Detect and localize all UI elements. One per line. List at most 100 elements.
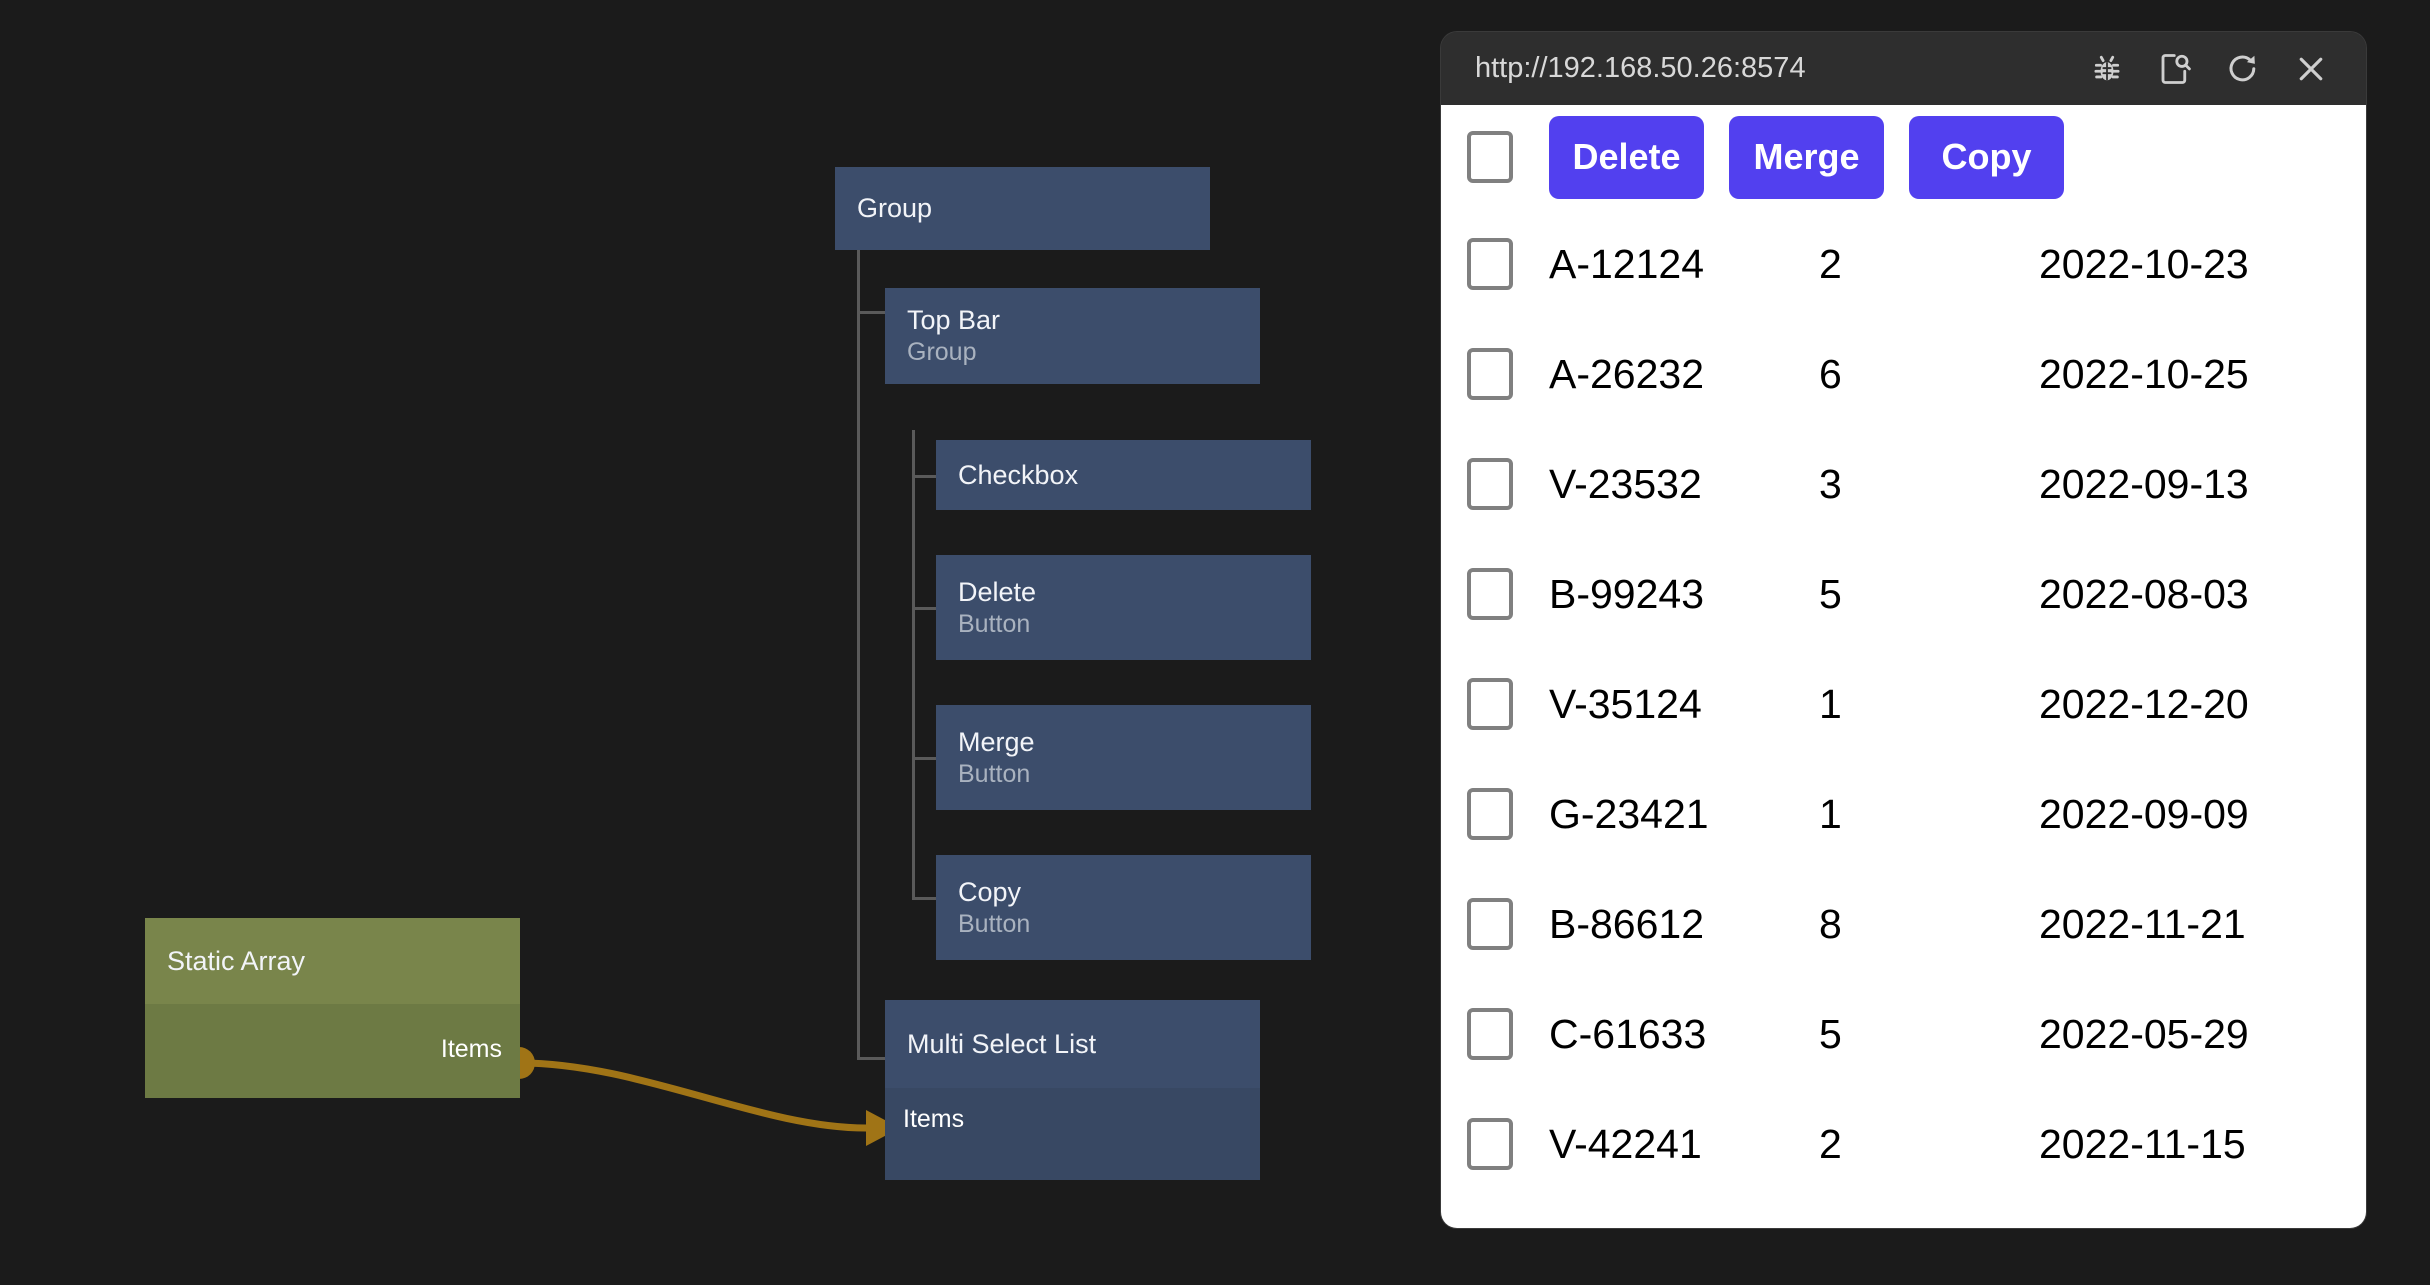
close-icon[interactable]	[2284, 42, 2338, 96]
node-multi-select-list-title: Multi Select List	[907, 1028, 1097, 1059]
node-merge-subtitle: Button	[958, 759, 1031, 788]
cell-id: V-23532	[1549, 460, 1702, 507]
cell-id: A-12124	[1549, 240, 1705, 287]
node-group-title: Group	[857, 193, 933, 223]
row-checkbox[interactable]	[1467, 1118, 1513, 1170]
table-row[interactable]: B-86612 8 2022-11-21	[1441, 869, 2366, 979]
embedded-browser-window[interactable]: http://192.168.50.26:8574	[1441, 32, 2366, 1228]
row-checkbox[interactable]	[1467, 238, 1513, 290]
cell-id: B-99243	[1549, 570, 1705, 617]
table-row[interactable]: G-23421 1 2022-09-09	[1441, 759, 2366, 869]
copy-button[interactable]: Copy	[1909, 115, 2064, 199]
port-items-in[interactable]: Items	[903, 1105, 965, 1133]
cell-date: 2022-11-15	[2039, 1120, 2246, 1167]
cell-count: 2	[1819, 240, 1842, 287]
node-group[interactable]: Group	[835, 167, 1210, 250]
node-merge-title: Merge	[958, 726, 1035, 757]
node-delete[interactable]: Delete Button	[936, 555, 1311, 660]
merge-button[interactable]: Merge	[1729, 115, 1884, 199]
cell-date: 2022-10-25	[2039, 350, 2249, 397]
row-checkbox[interactable]	[1467, 458, 1513, 510]
cell-id: V-42241	[1549, 1120, 1702, 1167]
cell-count: 6	[1819, 350, 1842, 397]
table-row[interactable]: B-99243 5 2022-08-03	[1441, 539, 2366, 649]
node-top-bar-subtitle: Group	[907, 338, 977, 366]
node-delete-title: Delete	[958, 576, 1037, 607]
node-copy-title: Copy	[958, 876, 1022, 907]
bug-icon[interactable]	[2080, 42, 2134, 96]
cell-id: A-26232	[1549, 350, 1705, 397]
cell-id: B-86612	[1549, 900, 1705, 947]
row-checkbox[interactable]	[1467, 568, 1513, 620]
table-row[interactable]: V-35124 1 2022-12-20	[1441, 649, 2366, 759]
table-toolbar: Delete Merge Copy	[1441, 105, 2366, 209]
node-group-header: Group	[835, 167, 1210, 250]
node-multi-select-list-body: Items	[885, 1088, 1260, 1180]
cell-date: 2022-10-23	[2039, 240, 2249, 287]
table-row[interactable]: C-61633 5 2022-05-29	[1441, 979, 2366, 1089]
node-top-bar-header: Top Bar Group	[885, 288, 1260, 384]
cell-count: 2	[1819, 1120, 1842, 1167]
node-static-array[interactable]: Static Array Items	[145, 918, 520, 1098]
node-merge-header: Merge Button	[936, 705, 1311, 810]
cell-count: 8	[1819, 900, 1842, 947]
node-static-array-body: Items	[145, 1004, 520, 1098]
row-checkbox[interactable]	[1467, 788, 1513, 840]
cell-count: 1	[1819, 790, 1842, 837]
cell-id: G-23421	[1549, 790, 1709, 837]
tree-spine-topbar-children	[912, 430, 915, 900]
row-checkbox[interactable]	[1467, 898, 1513, 950]
node-static-array-title: Static Array	[167, 945, 306, 976]
tree-branch-checkbox	[912, 475, 936, 478]
browser-title-bar[interactable]: http://192.168.50.26:8574	[1441, 32, 2366, 105]
node-delete-header: Delete Button	[936, 555, 1311, 660]
tree-branch-topbar	[857, 311, 885, 314]
tree-spine-root	[857, 250, 860, 1060]
node-static-array-header: Static Array	[145, 918, 520, 1004]
node-checkbox-header: Checkbox	[936, 440, 1311, 510]
node-multi-select-list[interactable]: Multi Select List Items	[885, 1000, 1260, 1180]
cell-date: 2022-09-09	[2039, 790, 2249, 837]
node-multi-select-list-header: Multi Select List	[885, 1000, 1260, 1088]
port-items-out[interactable]: Items	[440, 1035, 502, 1063]
row-checkbox[interactable]	[1467, 1008, 1513, 1060]
cell-date: 2022-05-29	[2039, 1010, 2249, 1057]
select-all-checkbox[interactable]	[1467, 131, 1513, 183]
row-checkbox[interactable]	[1467, 348, 1513, 400]
node-merge[interactable]: Merge Button	[936, 705, 1311, 810]
table-row[interactable]: V-42241 2 2022-11-15	[1441, 1089, 2366, 1199]
row-checkbox[interactable]	[1467, 678, 1513, 730]
node-top-bar[interactable]: Top Bar Group	[885, 288, 1260, 384]
delete-button[interactable]: Delete	[1549, 115, 1704, 199]
node-delete-subtitle: Button	[958, 609, 1031, 638]
node-copy-subtitle: Button	[958, 909, 1031, 938]
tree-branch-delete	[912, 607, 936, 610]
tree-branch-mslist	[857, 1057, 885, 1060]
node-copy-header: Copy Button	[936, 855, 1311, 960]
node-copy[interactable]: Copy Button	[936, 855, 1311, 960]
table-row[interactable]: V-23532 3 2022-09-13	[1441, 429, 2366, 539]
cell-date: 2022-11-21	[2039, 900, 2246, 947]
tree-branch-copy	[912, 897, 936, 900]
cell-date: 2022-08-03	[2039, 570, 2249, 617]
cell-count: 5	[1819, 570, 1842, 617]
table-row[interactable]: A-12124 2 2022-10-23	[1441, 209, 2366, 319]
table-row[interactable]: A-26232 6 2022-10-25	[1441, 319, 2366, 429]
node-checkbox[interactable]: Checkbox	[936, 440, 1311, 510]
page-search-icon[interactable]	[2148, 42, 2202, 96]
cell-count: 1	[1819, 680, 1842, 727]
cell-count: 3	[1819, 460, 1842, 507]
reload-icon[interactable]	[2216, 42, 2270, 96]
url-display[interactable]: http://192.168.50.26:8574	[1475, 52, 1806, 84]
cell-id: V-35124	[1549, 680, 1702, 727]
node-top-bar-title: Top Bar	[907, 305, 1001, 335]
node-checkbox-title: Checkbox	[958, 459, 1079, 490]
tree-branch-merge	[912, 757, 936, 760]
edge-array-to-list	[516, 1059, 870, 1132]
cell-date: 2022-12-20	[2039, 680, 2249, 727]
cell-count: 5	[1819, 1010, 1842, 1057]
cell-id: C-61633	[1549, 1010, 1707, 1057]
cell-date: 2022-09-13	[2039, 460, 2249, 507]
